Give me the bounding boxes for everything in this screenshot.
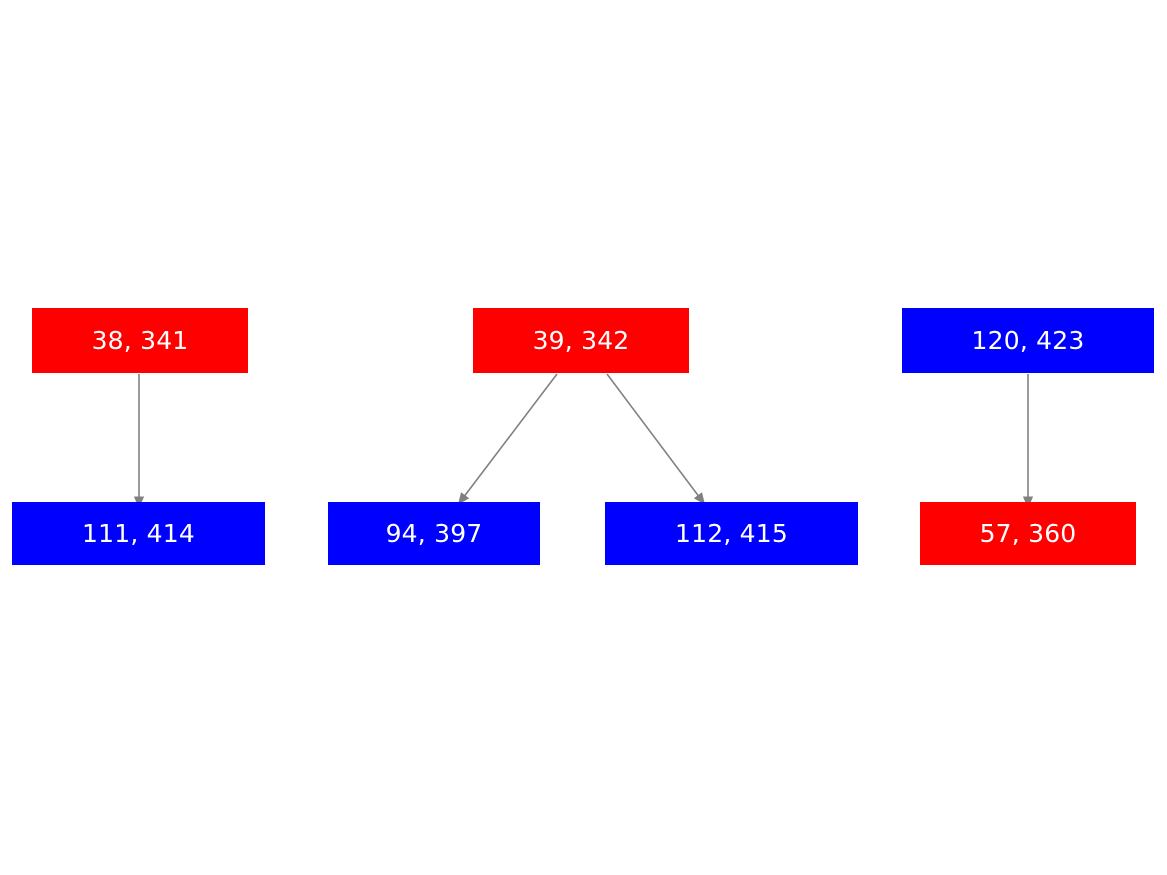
graph-node[interactable]: 57, 360 bbox=[920, 502, 1136, 565]
graph-node-label: 111, 414 bbox=[82, 519, 195, 548]
graph-node-label: 39, 342 bbox=[532, 326, 630, 355]
graph-node[interactable]: 39, 342 bbox=[473, 308, 689, 373]
graph-node[interactable]: 38, 341 bbox=[32, 308, 248, 373]
graph-node-label: 112, 415 bbox=[675, 519, 788, 548]
graph-node[interactable]: 120, 423 bbox=[902, 308, 1154, 373]
graph-node-label: 57, 360 bbox=[979, 519, 1077, 548]
graph-node-label: 120, 423 bbox=[971, 326, 1085, 355]
graph-edge-arrow bbox=[606, 373, 705, 505]
graph-node[interactable]: 112, 415 bbox=[605, 502, 858, 565]
graph-node[interactable]: 111, 414 bbox=[12, 502, 265, 565]
graph-node-label: 38, 341 bbox=[91, 326, 189, 355]
graph-node[interactable]: 94, 397 bbox=[328, 502, 540, 565]
graph-edge-arrow bbox=[457, 373, 558, 505]
graph-node-label: 94, 397 bbox=[385, 519, 483, 548]
